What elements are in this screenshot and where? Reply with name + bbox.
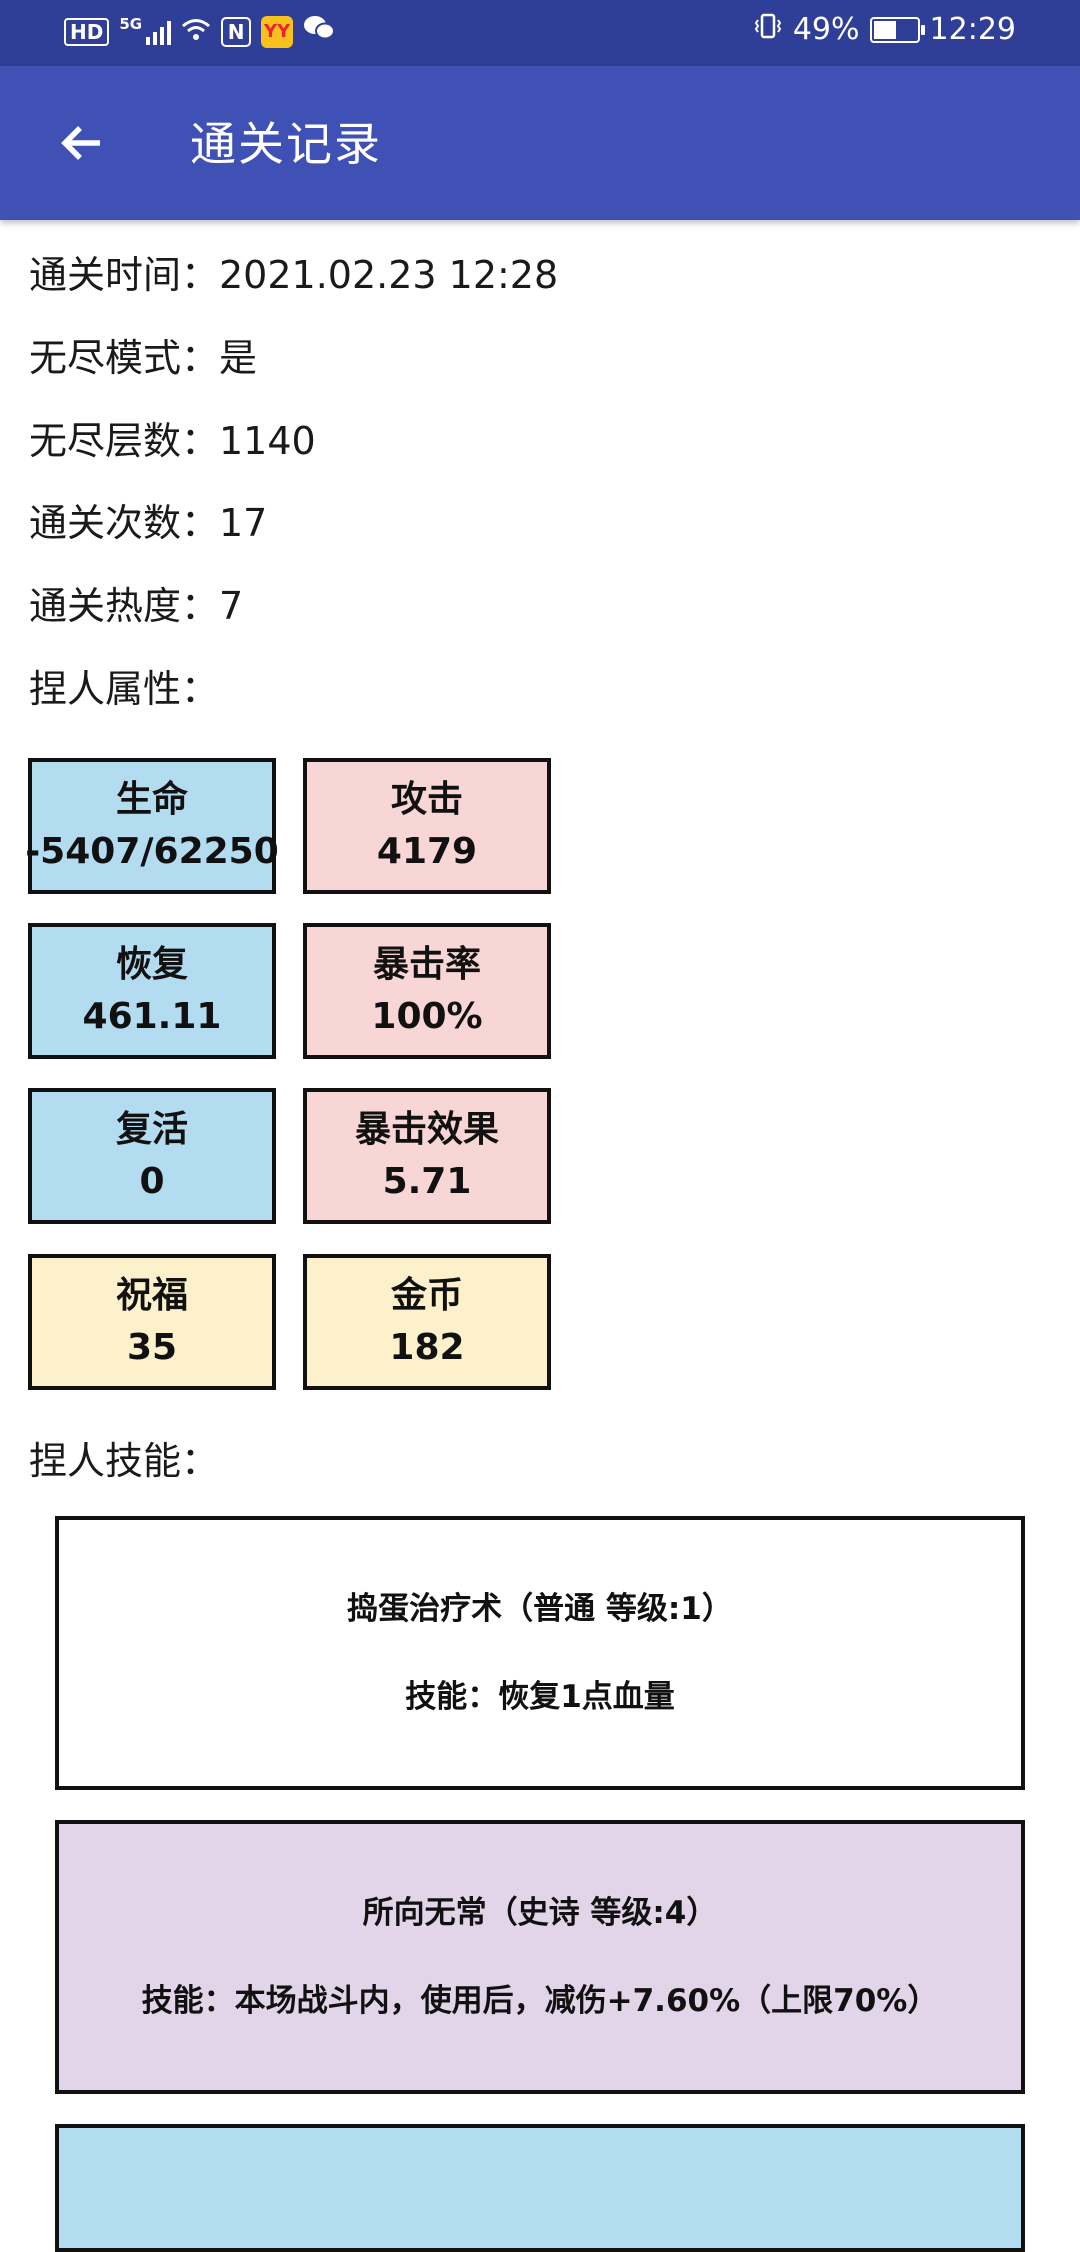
- stat-box-hp: 生命 -5407/62250: [25, 758, 279, 894]
- network-type: 5G: [119, 14, 143, 33]
- status-icons-right: 49% 12:29: [753, 12, 1016, 47]
- status-icons-left: HD 5G N YY: [64, 14, 336, 49]
- wifi-icon: [181, 17, 211, 47]
- stat-box-attack: 攻击 4179: [303, 758, 551, 894]
- stat-box-revive: 复活 0: [28, 1088, 276, 1224]
- skill-card: [55, 2124, 1025, 2252]
- endless-mode-text: 无尽模式：是: [29, 336, 258, 380]
- battery-level-fill: [873, 20, 897, 39]
- skills-heading: 捏人技能：: [29, 1439, 220, 1483]
- stat-label: 恢复: [115, 944, 188, 985]
- clock: 12:29: [929, 12, 1016, 47]
- nfc-icon: N: [221, 16, 252, 47]
- stat-box-gold: 金币 182: [303, 1254, 551, 1390]
- stat-value: 4179: [376, 831, 478, 872]
- battery-icon: [869, 16, 925, 43]
- stat-value: -5407/62250: [25, 831, 279, 872]
- stat-label: 攻击: [390, 779, 463, 820]
- skill-description: 技能：本场战斗内，使用后，减伤+7.60%（上限70%）: [141, 1983, 939, 2019]
- attributes-heading: 捏人属性：: [29, 667, 220, 711]
- stat-value: 461.11: [82, 996, 222, 1037]
- stat-label: 暴击率: [372, 944, 481, 985]
- skill-name: 捣蛋治疗术（普通 等级:1）: [347, 1591, 733, 1627]
- hd-icon: HD: [64, 17, 110, 46]
- clear-heat-text: 通关热度：7: [29, 584, 244, 628]
- yy-app-icon: YY: [261, 15, 294, 48]
- stat-value: 100%: [371, 996, 483, 1037]
- app-bar: 通关记录: [0, 66, 1080, 220]
- skill-name: 所向无常（史诗 等级:4）: [362, 1895, 718, 1931]
- skill-card: 捣蛋治疗术（普通 等级:1） 技能：恢复1点血量: [55, 1516, 1025, 1790]
- endless-floors-text: 无尽层数：1140: [29, 419, 316, 463]
- stat-box-recovery: 恢复 461.11: [28, 923, 276, 1059]
- stat-box-blessing: 祝福 35: [28, 1254, 276, 1390]
- signal-icon: [146, 19, 172, 45]
- stat-value: 35: [126, 1327, 178, 1368]
- wechat-icon: [303, 14, 336, 49]
- stat-box-crit-rate: 暴击率 100%: [303, 923, 551, 1059]
- stat-label: 复活: [115, 1109, 188, 1150]
- skill-card: 所向无常（史诗 等级:4） 技能：本场战斗内，使用后，减伤+7.60%（上限70…: [55, 1820, 1025, 2094]
- clear-count-text: 通关次数：17: [29, 501, 268, 545]
- battery-percent: 49%: [792, 12, 860, 47]
- stat-label: 金币: [390, 1275, 463, 1316]
- stat-label: 生命: [115, 779, 188, 820]
- arrow-left-icon: [61, 126, 100, 160]
- vibrate-icon: [753, 12, 783, 47]
- stat-label: 祝福: [115, 1275, 188, 1316]
- stat-value: 0: [139, 1161, 165, 1202]
- clear-time-text: 通关时间：2021.02.23 12:28: [29, 253, 559, 297]
- stat-value: 5.71: [382, 1161, 472, 1202]
- back-button[interactable]: [44, 110, 120, 176]
- stat-box-crit-effect: 暴击效果 5.71: [303, 1088, 551, 1224]
- skill-description: 技能：恢复1点血量: [405, 1679, 675, 1715]
- status-bar: HD 5G N YY 49% 12:29: [0, 0, 1080, 66]
- page-title: 通关记录: [190, 117, 382, 171]
- stat-label: 暴击效果: [354, 1109, 499, 1150]
- stat-value: 182: [389, 1327, 465, 1368]
